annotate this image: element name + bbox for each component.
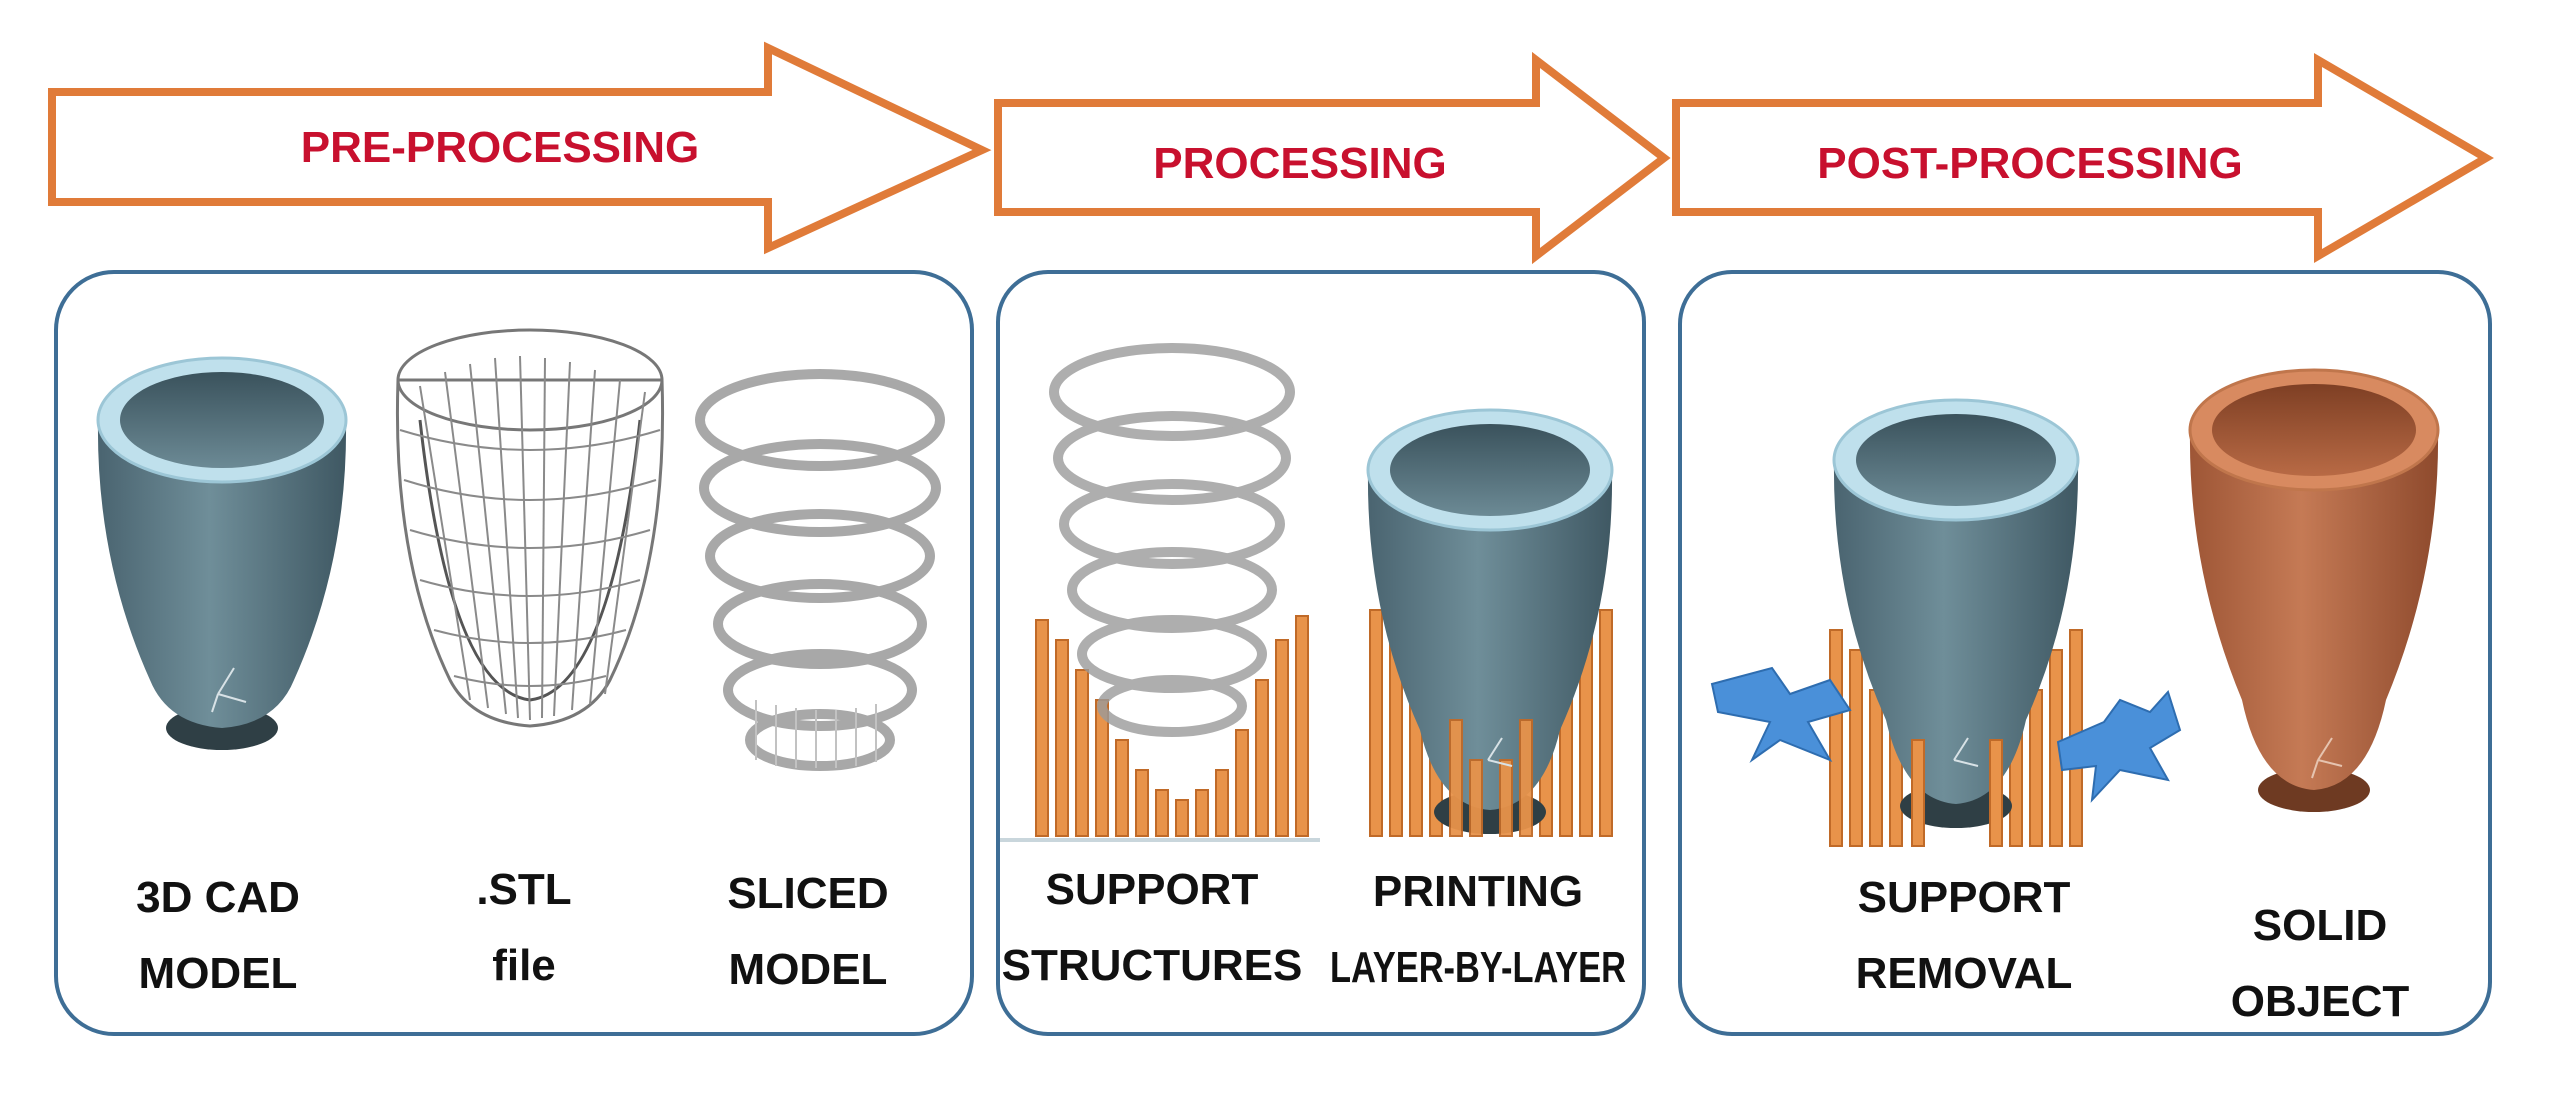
caption-line: file <box>492 941 556 990</box>
stage-arrow-processing: PROCESSING <box>994 51 1671 265</box>
caption-3d-cad-model: 3D CAD MODEL <box>136 873 300 998</box>
caption-line: SOLID <box>2253 901 2387 950</box>
sliced-model-icon <box>695 369 945 771</box>
caption-line: SUPPORT <box>1046 865 1259 914</box>
caption-line: SLICED <box>727 869 888 918</box>
caption-line: PRINTING <box>1373 867 1583 916</box>
stage-arrow-post-processing: POST-PROCESSING <box>1672 53 2494 263</box>
caption-line: LAYER-BY-LAYER <box>1330 943 1626 992</box>
arrow-shape <box>1672 53 2494 263</box>
caption-line: SUPPORT <box>1858 873 2071 922</box>
stl-mesh-icon <box>395 328 665 728</box>
arrow-shape <box>994 51 1671 265</box>
caption-sliced-model: SLICED MODEL <box>727 869 888 994</box>
debris-right-icon <box>2056 690 2182 803</box>
printing-icon <box>1366 408 1614 837</box>
debris-left-icon <box>1710 666 1852 764</box>
stage-label: POST-PROCESSING <box>1817 139 2242 188</box>
stage-label: PROCESSING <box>1153 139 1446 188</box>
stage-arrow-pre-processing: PRE-PROCESSING <box>48 41 992 255</box>
caption-line: .STL <box>476 865 571 914</box>
stage-label: PRE-PROCESSING <box>301 123 700 172</box>
caption-support-structures: SUPPORT STRUCTURES <box>1002 865 1303 990</box>
caption-line: STRUCTURES <box>1002 941 1303 990</box>
caption-line: REMOVAL <box>1856 949 2073 998</box>
solid-object-icon <box>2188 368 2440 812</box>
caption-stl-file: .STL file <box>476 865 571 990</box>
caption-solid-object: SOLID OBJECT <box>2231 901 2410 1026</box>
caption-line: MODEL <box>729 945 888 994</box>
caption-support-removal: SUPPORT REMOVAL <box>1856 873 2073 998</box>
caption-line: MODEL <box>139 949 298 998</box>
cad-model-icon <box>96 356 348 750</box>
support-removal-icon <box>1710 398 2182 847</box>
caption-line: 3D CAD <box>136 873 300 922</box>
support-structures-icon <box>1000 343 1320 842</box>
arrow-shape <box>48 41 992 255</box>
caption-printing-layer-by-layer: PRINTING LAYER-BY-LAYER <box>1330 867 1626 992</box>
caption-line: OBJECT <box>2231 977 2410 1026</box>
